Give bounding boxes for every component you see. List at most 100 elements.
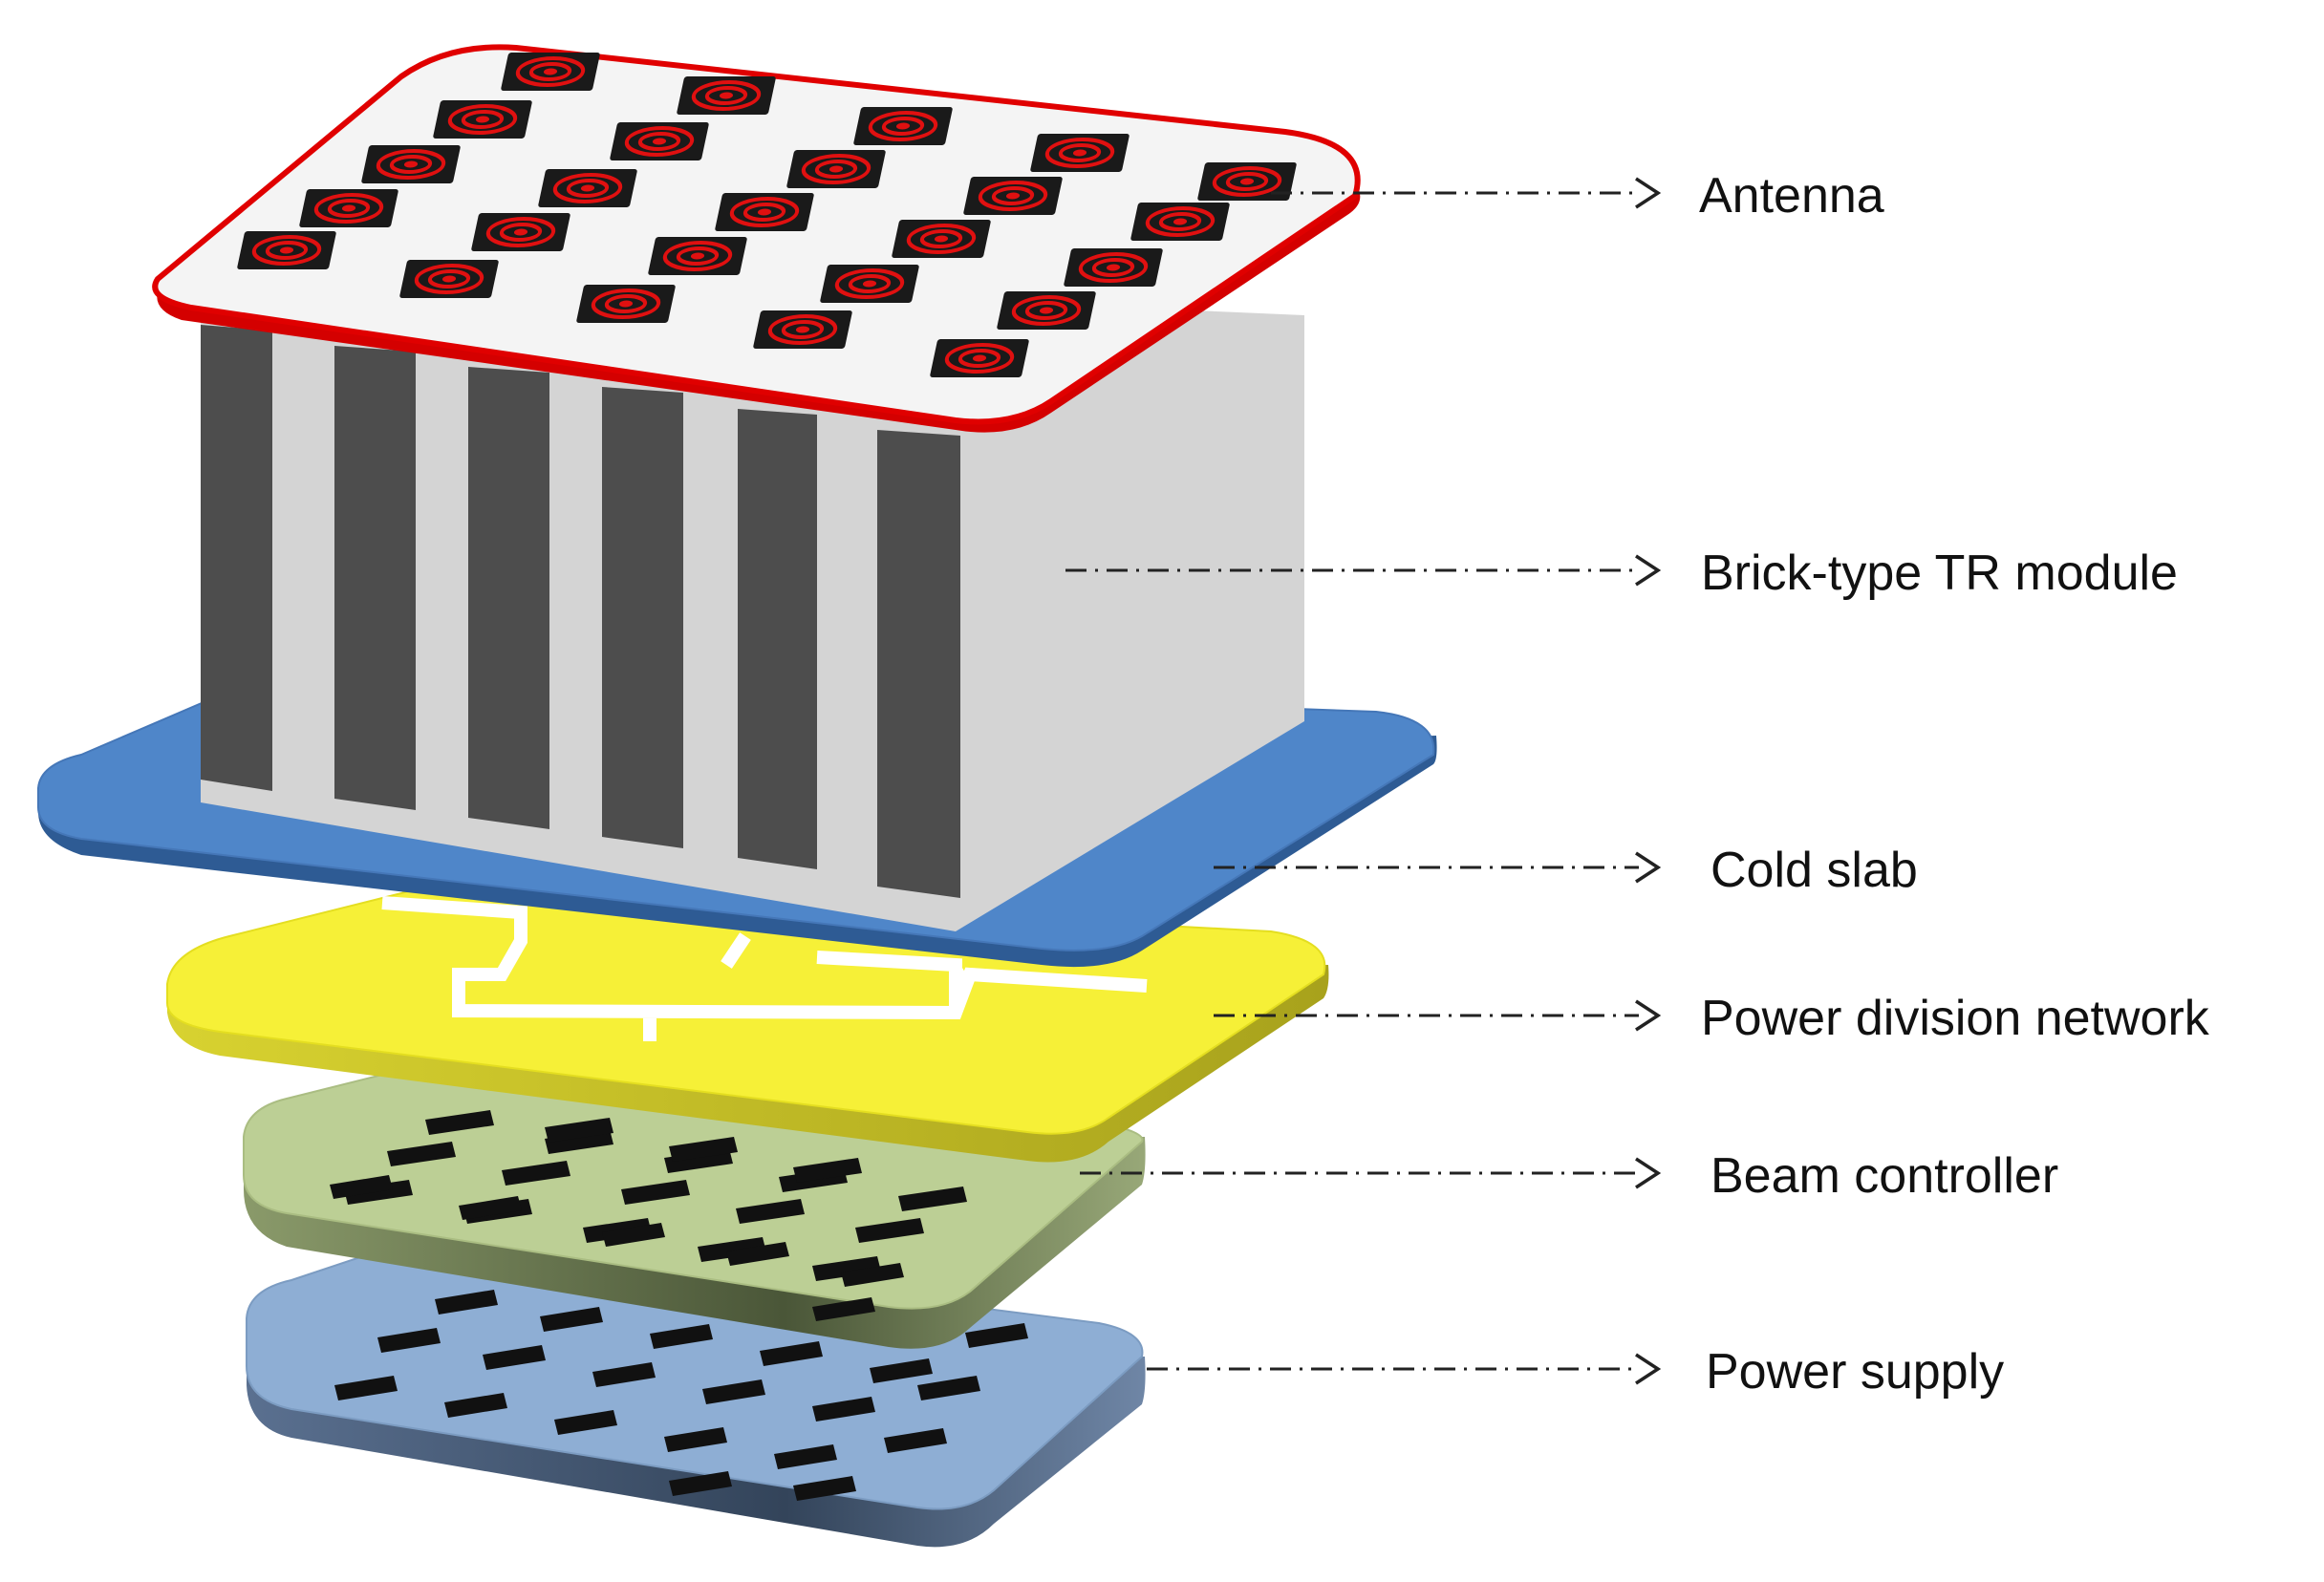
chip [592, 1362, 656, 1387]
tr-brick [468, 367, 549, 829]
antenna-ring [475, 116, 490, 123]
antenna-element [786, 150, 886, 188]
callout-cold-slab: Cold slab [1214, 843, 1918, 898]
antenna-ring [1239, 178, 1255, 185]
antenna-layer [152, 44, 1361, 433]
antenna-element [399, 260, 499, 298]
chip [330, 1175, 393, 1199]
antenna-ring [528, 62, 572, 81]
antenna-ring [1158, 212, 1202, 231]
antenna-element [538, 169, 637, 207]
antenna-ring [580, 184, 595, 192]
antenna-ring [403, 160, 419, 168]
chip [917, 1376, 980, 1400]
chip [965, 1323, 1028, 1348]
antenna-element [361, 145, 461, 183]
antenna-ring [906, 224, 977, 254]
chip [545, 1118, 613, 1143]
antenna-ring [515, 56, 586, 87]
antenna-ring [767, 314, 838, 345]
antenna-ring [972, 354, 987, 362]
antenna-ring [1011, 295, 1082, 326]
chip [841, 1263, 904, 1287]
arrow-antenna [1635, 177, 1662, 209]
antenna-ring [690, 252, 705, 260]
antenna-ring [781, 320, 825, 339]
label-power-supply: Power supply [1706, 1344, 2004, 1400]
chip [621, 1180, 690, 1205]
chip [702, 1379, 765, 1404]
chip [812, 1256, 881, 1281]
tr-brick [201, 325, 272, 791]
antenna-element [648, 237, 747, 275]
antenna-ring [848, 274, 892, 293]
antenna-ring [279, 246, 294, 254]
antenna-ring [801, 154, 872, 184]
arrow-beam-controller [1635, 1157, 1662, 1189]
antenna-ring [1005, 192, 1021, 200]
callout-tr-module: Brick-type TR module [1065, 545, 2178, 601]
antenna-ring [881, 117, 925, 136]
arrow-power-supply [1635, 1353, 1662, 1385]
antenna-element [501, 53, 600, 91]
antenna-ring [447, 104, 518, 135]
chip [726, 1242, 789, 1266]
antenna-ring [719, 92, 734, 99]
antenna-ring [919, 229, 963, 248]
antenna-ring [1091, 258, 1135, 277]
antenna-ring [895, 122, 911, 130]
callout-beam-controller: Beam controller [1080, 1148, 2058, 1204]
tr-module-layer [201, 267, 1304, 931]
antenna-ring [604, 294, 648, 313]
chip [602, 1223, 665, 1247]
chip [664, 1427, 727, 1452]
antenna-ring [1106, 264, 1121, 271]
chip [377, 1328, 441, 1353]
antenna-ring [1173, 218, 1188, 225]
chip [698, 1237, 766, 1262]
antenna-element [1030, 134, 1130, 172]
antenna-ring [676, 246, 720, 266]
antenna-ring [265, 241, 309, 260]
chip [793, 1476, 856, 1501]
beam-controller-chips [330, 1110, 967, 1321]
chip [736, 1199, 805, 1224]
tr-brick [877, 430, 960, 898]
antenna-ring [862, 280, 877, 288]
antenna-ring [828, 165, 844, 173]
antenna-element [610, 122, 709, 160]
label-cold-slab: Cold slab [1711, 843, 1918, 898]
chip [812, 1397, 875, 1422]
antenna-ring [1072, 149, 1087, 157]
antenna-element [677, 76, 776, 115]
antenna-ring [868, 111, 938, 141]
antenna-ring [814, 160, 858, 179]
antenna-ring [441, 275, 457, 283]
antenna-ring [958, 349, 1001, 368]
antenna-ring [691, 80, 762, 111]
tr-module-bricks [201, 325, 960, 898]
label-antenna: Antenna [1699, 168, 1884, 224]
antenna-element [1197, 162, 1297, 201]
antenna-element [820, 265, 919, 303]
antenna-ring [414, 264, 484, 294]
chip [459, 1196, 522, 1220]
antenna-ring [485, 217, 556, 247]
antenna-ring [742, 203, 786, 222]
antenna-ring [376, 149, 446, 180]
chip [444, 1393, 507, 1418]
chip [669, 1471, 732, 1496]
antenna-element [963, 177, 1063, 215]
chip [387, 1142, 456, 1166]
label-tr-module: Brick-type TR module [1701, 545, 2178, 601]
antenna-element [1064, 248, 1163, 287]
arrow-power-division [1635, 999, 1662, 1032]
antenna-ring [834, 268, 905, 299]
chip [855, 1218, 924, 1243]
antenna-ring [543, 68, 558, 75]
antenna-ring [461, 110, 505, 129]
power-division-trace [381, 896, 1148, 1041]
chip [898, 1186, 967, 1211]
antenna-ring [1058, 143, 1102, 162]
antenna-ring [934, 235, 949, 243]
